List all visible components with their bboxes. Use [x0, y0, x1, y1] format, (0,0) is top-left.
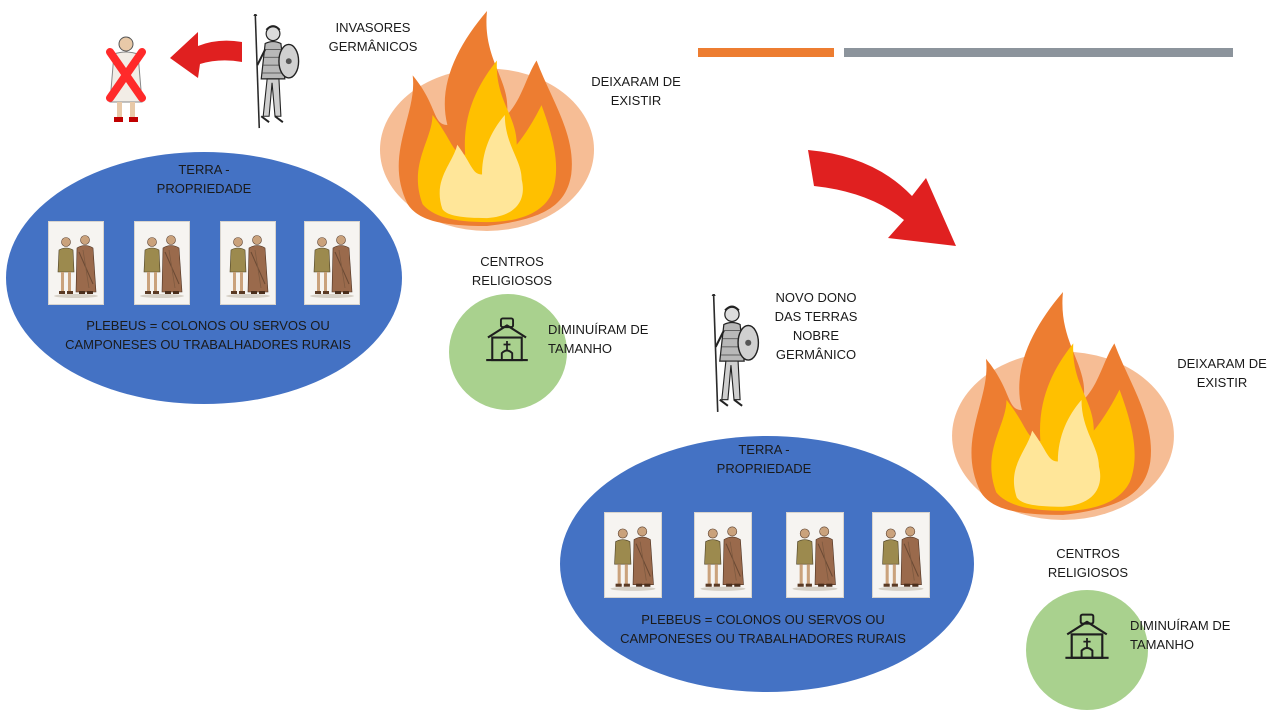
peasant-couple-icon — [304, 221, 360, 305]
curved-arrow-icon — [804, 136, 964, 252]
diminished-label: DIMINUÍRAM DE TAMANHO — [1130, 618, 1231, 652]
peasant-couple-icon — [220, 221, 276, 305]
church-icon — [1060, 608, 1114, 668]
plebeians-description: PLEBEUS = COLONOS OU SERVOS OU CAMPONESE… — [620, 612, 906, 646]
peasant-couple-icon — [694, 512, 752, 598]
church-icon — [481, 312, 533, 370]
peasant-couple-icon — [604, 512, 662, 598]
plebeians-description: PLEBEUS = COLONOS OU SERVOS OU CAMPONESE… — [65, 318, 351, 352]
new-land-owner-label: NOVO DONO DAS TERRAS NOBRE GERMÂNICO — [774, 290, 858, 362]
diminished-label: DIMINUÍRAM DE TAMANHO — [548, 322, 649, 356]
land-property-title: TERRA - PROPRIEDADE — [716, 442, 812, 476]
peasant-couple-icon — [786, 512, 844, 598]
religious-centers-label: CENTROS RELIGIOSOS — [471, 254, 553, 288]
accent-bar-gray — [844, 48, 1233, 57]
germanic-warrior-icon — [700, 294, 768, 416]
land-property-title: TERRA - PROPRIEDADE — [156, 162, 252, 196]
peasant-couple-icon — [48, 221, 104, 305]
fire-icon — [378, 4, 596, 236]
accent-bar-orange — [698, 48, 834, 57]
germanic-warrior-icon — [242, 14, 308, 132]
ceased-to-exist-label: DEIXARAM DE EXISTIR — [591, 74, 681, 108]
crossed-out-roman-citizen-icon — [100, 32, 152, 128]
religious-center-circle — [449, 294, 567, 410]
fire-icon — [950, 282, 1176, 528]
peasant-couple-icon — [872, 512, 930, 598]
invaders-label: INVASORES GERMÂNICOS — [328, 20, 418, 54]
religious-center-circle — [1026, 590, 1148, 710]
ceased-to-exist-label: DEIXARAM DE EXISTIR — [1177, 356, 1267, 390]
curved-arrow-icon — [168, 28, 244, 78]
peasant-couple-icon — [134, 221, 190, 305]
religious-centers-label: CENTROS RELIGIOSOS — [1047, 546, 1129, 580]
